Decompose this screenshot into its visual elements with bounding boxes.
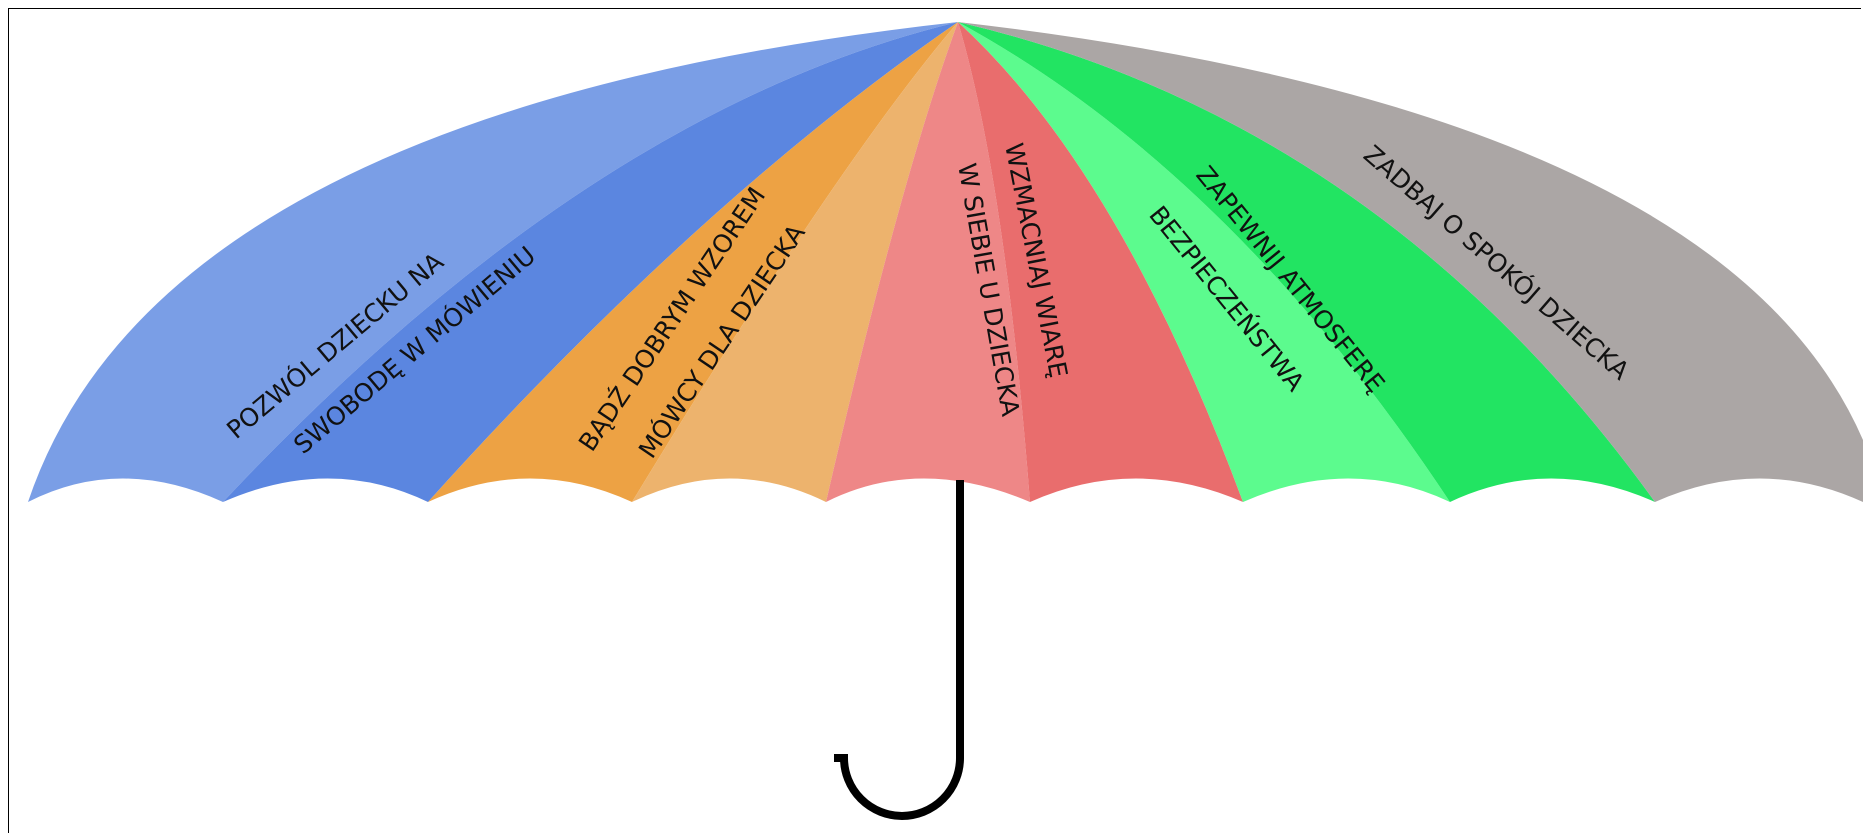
panel-grey	[958, 22, 1863, 502]
panel-orange-light	[632, 22, 958, 502]
panel-blue-dark	[223, 22, 958, 502]
diagram-frame	[8, 8, 1861, 833]
panel-red-dark	[958, 22, 1243, 502]
panel-orange-dark	[428, 22, 958, 502]
panel-blue-light	[28, 22, 958, 502]
panel-red-light	[826, 22, 1030, 502]
panel-green-dark	[958, 22, 1655, 502]
umbrella-handle	[834, 480, 964, 820]
panel-green-light	[958, 22, 1450, 502]
